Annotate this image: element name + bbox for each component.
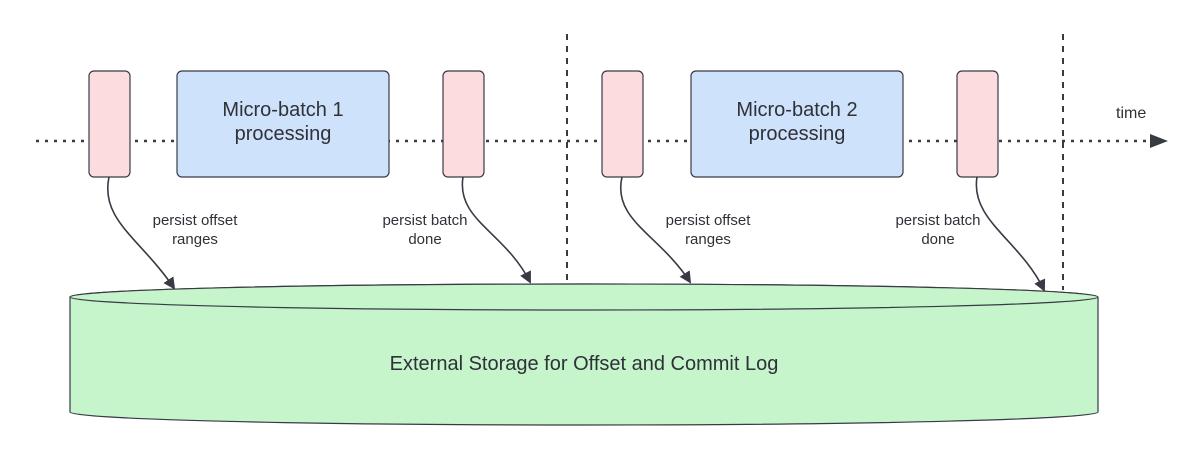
commit-2-to-storage-arrow	[975, 176, 1046, 292]
timeline-arrowhead	[1150, 134, 1168, 148]
annotation-offset-1-line2: ranges	[172, 231, 218, 248]
offset-marker-2	[601, 70, 644, 178]
offset-marker-1	[88, 70, 131, 178]
storage-label: External Storage for Offset and Commit L…	[390, 353, 779, 375]
micro-batch-2-title: Micro-batch 2	[736, 99, 857, 121]
annotation-commit-2-line2: done	[921, 231, 954, 248]
external-storage-cylinder	[69, 283, 1099, 426]
time-label: time	[1116, 105, 1146, 122]
annotation-offset-2-line1: persist offset	[666, 212, 752, 229]
commit-1-to-storage-arrow	[461, 176, 531, 284]
annotation-commit-1-line1: persist batch	[382, 212, 467, 229]
micro-batch-2-box	[690, 70, 904, 178]
commit-marker-2	[956, 70, 999, 178]
annotation-offset-1-line1: persist offset	[153, 212, 239, 229]
micro-batch-2-subtitle: processing	[749, 123, 846, 145]
annotation-commit-1-line2: done	[408, 231, 441, 248]
micro-batch-1-title: Micro-batch 1	[222, 99, 343, 121]
micro-batch-1-box	[176, 70, 390, 178]
offset-2-to-storage-arrow	[619, 176, 692, 284]
annotation-offset-2-line2: ranges	[685, 231, 731, 248]
annotation-commit-2-line1: persist batch	[895, 212, 980, 229]
commit-marker-1	[442, 70, 485, 178]
micro-batch-1-subtitle: processing	[235, 123, 332, 145]
offset-1-to-storage-arrow	[106, 176, 176, 290]
